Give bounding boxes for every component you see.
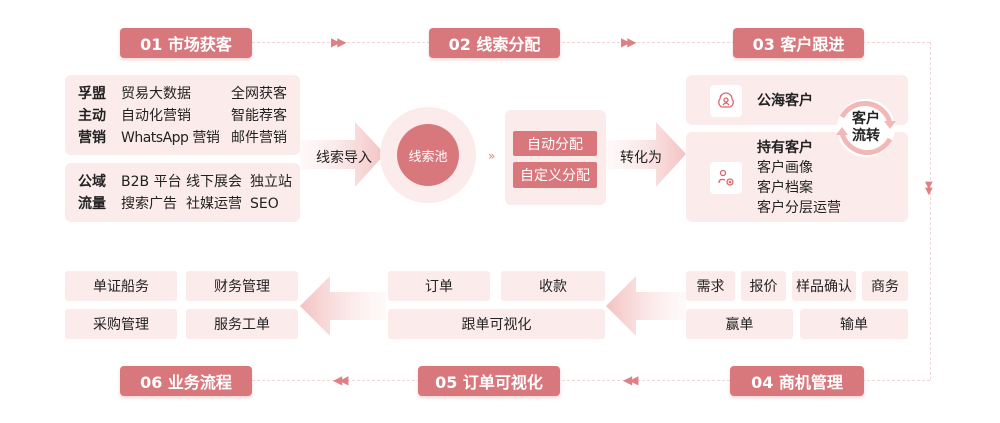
- chevron-left-icon: ◀◀: [623, 373, 639, 387]
- lose-item: 输单: [800, 309, 908, 339]
- business-item: 服务工单: [186, 309, 298, 339]
- win-item: 赢单: [686, 309, 793, 339]
- customer-flow-label: 客户: [852, 111, 880, 127]
- item: 邮件营销: [231, 130, 287, 146]
- opportunity-item: 样品确认: [792, 271, 856, 301]
- customer-flow-label: 流转: [852, 128, 880, 144]
- step-01-header: 01 市场获客: [120, 28, 252, 58]
- item: 独立站: [250, 174, 292, 190]
- chevron-down-icon: ▼▼: [925, 180, 933, 197]
- business-item: 财务管理: [186, 271, 298, 301]
- row-label: 孚盟: [78, 86, 106, 102]
- auto-assign-button[interactable]: 自动分配: [513, 131, 597, 156]
- convert-label: 转化为: [620, 150, 662, 166]
- item: 搜索广告: [121, 196, 177, 212]
- arrow-left-icon: [300, 276, 386, 336]
- business-item: 采购管理: [65, 309, 177, 339]
- step-06-header: 06 业务流程: [120, 366, 252, 396]
- owned-item: 客户档案: [757, 180, 813, 196]
- row-label: 营销: [78, 130, 106, 146]
- item: WhatsApp 营销: [121, 130, 220, 146]
- chevron-right-icon: ▶▶: [621, 35, 637, 49]
- chevron-left-icon: ◀◀: [333, 373, 349, 387]
- arrow-left-icon: [606, 276, 686, 336]
- item: 智能荐客: [231, 108, 287, 124]
- connector-right: [930, 42, 931, 380]
- owned-customer-icon: [710, 162, 742, 194]
- business-item: 单证船务: [65, 271, 177, 301]
- lead-pool-label: 线索池: [408, 149, 448, 165]
- public-traffic-panel: 公域 B2B 平台 线下展会 独立站 流量 搜索广告 社媒运营 SEO: [65, 163, 300, 222]
- opportunity-item: 报价: [741, 271, 786, 301]
- payment-item: 收款: [501, 271, 605, 301]
- item: 社媒运营: [186, 196, 242, 212]
- import-label: 线索导入: [316, 150, 372, 166]
- public-customer-icon: [710, 85, 742, 117]
- order-item: 订单: [388, 271, 490, 301]
- opportunity-item: 需求: [686, 271, 735, 301]
- item: B2B 平台: [121, 174, 182, 190]
- rotate-cycle-icon: [836, 99, 896, 157]
- connector-top: [252, 42, 930, 43]
- arrow-right-icon: [606, 122, 686, 187]
- step-04-header: 04 商机管理: [730, 366, 864, 396]
- row-label: 公域: [78, 174, 106, 190]
- item: 自动化营销: [121, 108, 191, 124]
- step-05-header: 05 订单可视化: [418, 366, 560, 396]
- row-label: 流量: [78, 196, 106, 212]
- opportunity-item: 商务: [862, 271, 908, 301]
- active-marketing-panel: 孚盟 贸易大数据 全网获客 主动 自动化营销 智能荐客 营销 WhatsApp …: [65, 75, 300, 155]
- owned-customers-label: 持有客户: [757, 140, 813, 156]
- lead-pool: 线索池: [397, 124, 459, 186]
- custom-assign-button[interactable]: 自定义分配: [513, 162, 597, 188]
- order-tracking-item: 跟单可视化: [388, 309, 605, 339]
- item: SEO: [250, 196, 279, 212]
- chevron-right-icon: »: [488, 149, 496, 163]
- chevron-right-icon: ▶▶: [331, 35, 347, 49]
- row-label: 主动: [78, 108, 106, 124]
- connector-bottom: [252, 380, 930, 381]
- item: 线下展会: [186, 174, 242, 190]
- step-02-header: 02 线索分配: [429, 28, 560, 58]
- step-03-header: 03 客户跟进: [733, 28, 864, 58]
- assign-panel: [505, 110, 606, 205]
- owned-item: 客户画像: [757, 160, 813, 176]
- item: 贸易大数据: [121, 86, 191, 102]
- item: 全网获客: [231, 86, 287, 102]
- arrow-right-icon: [300, 122, 385, 187]
- public-customers-label: 公海客户: [757, 93, 813, 109]
- owned-item: 客户分层运营: [757, 200, 841, 216]
